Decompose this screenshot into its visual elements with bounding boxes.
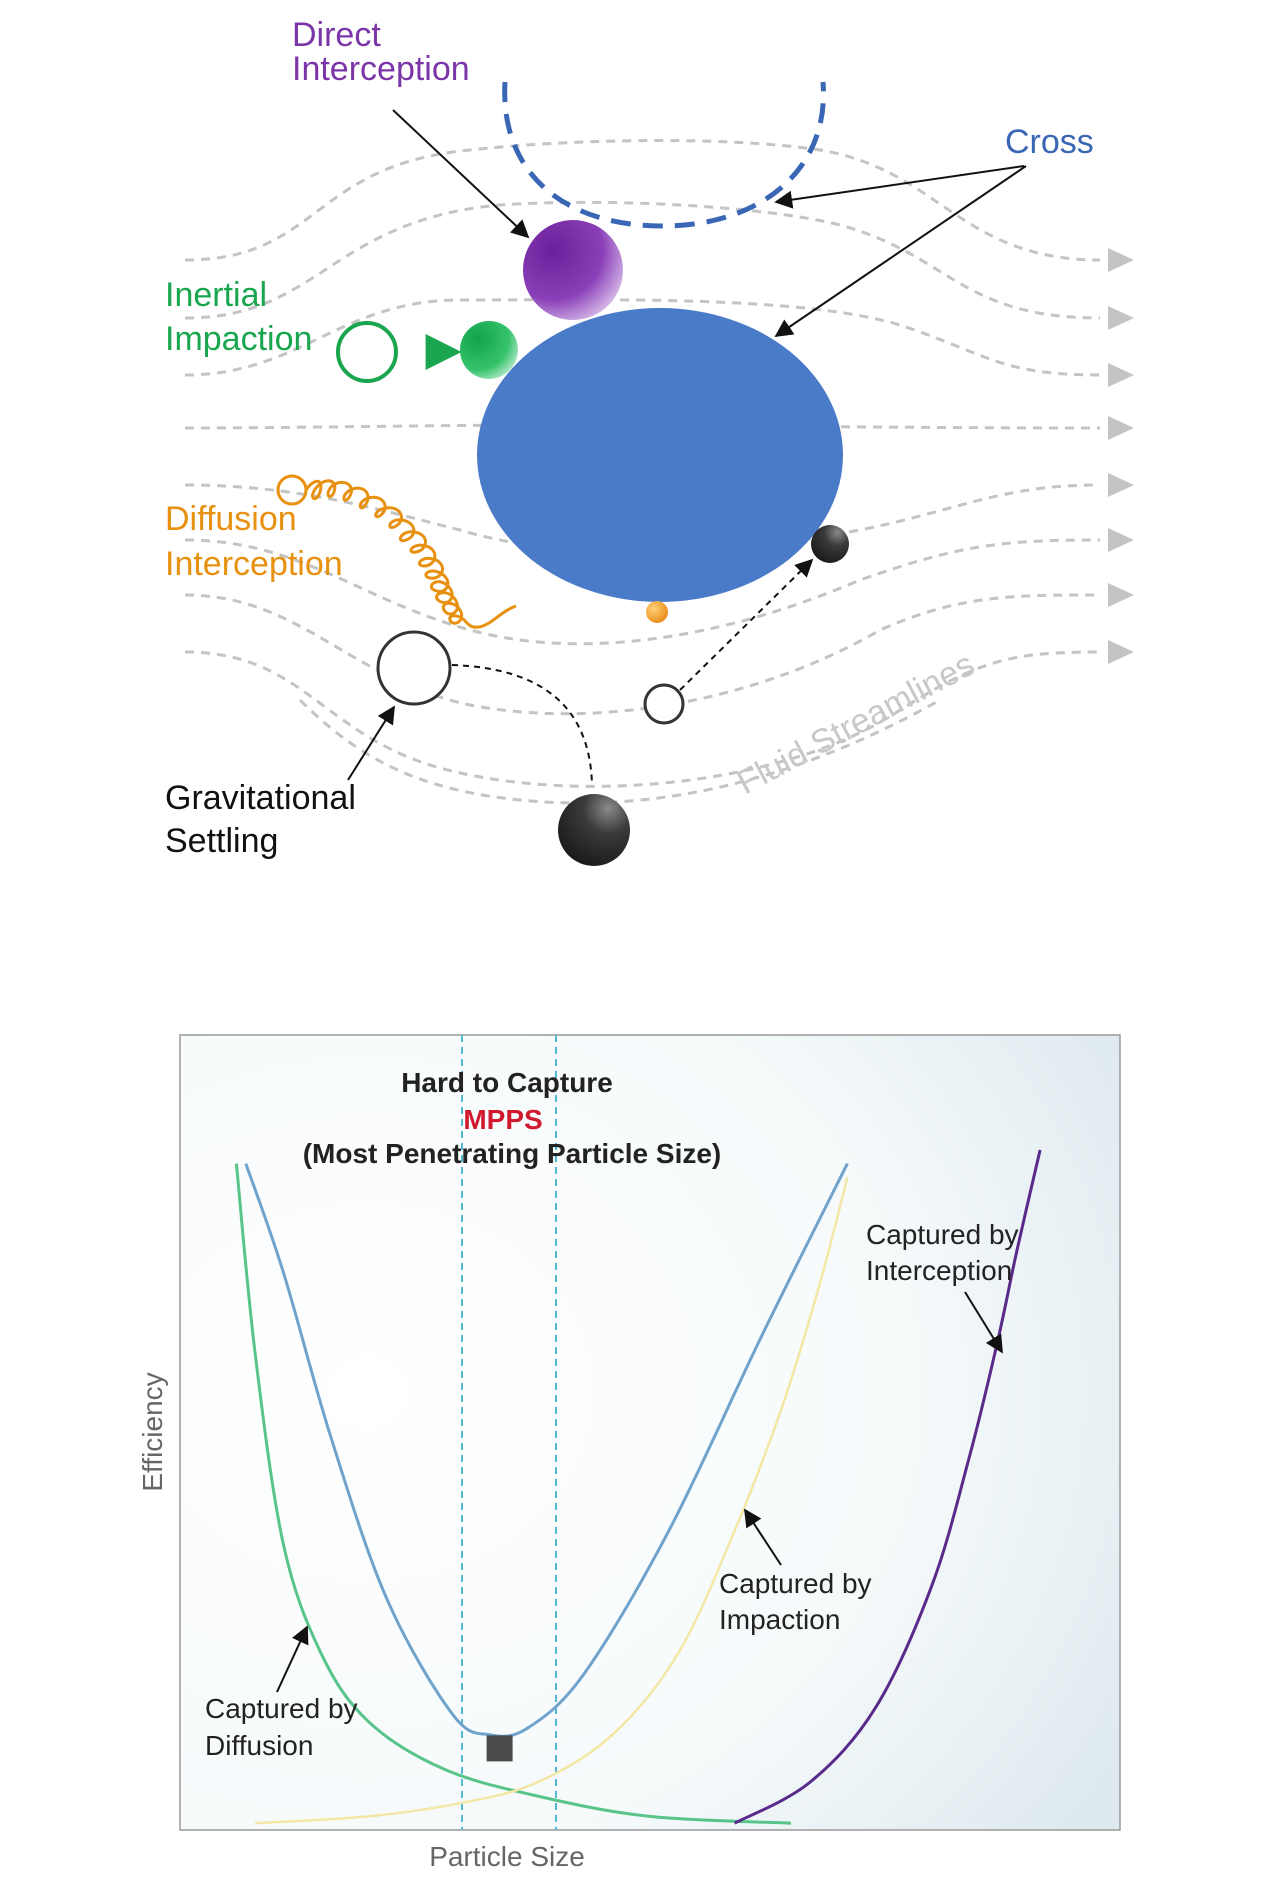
fluid-streamlines-label: Fluid Streamlines [731,645,981,802]
flow-arrow-icon [1108,473,1134,497]
diffusion-interception-label: Diffusion Interception [165,500,343,583]
gravitational-settling-label: Gravitational Settling [165,779,365,860]
mpps-full-label: (Most Penetrating Particle Size) [303,1138,722,1169]
small-particle-captured [811,525,849,563]
direct-interception-label: Direct Interception [292,16,470,88]
flow-arrow-icon [1108,306,1134,330]
flow-arrow-icon [1108,363,1134,387]
streamline-arrows [1108,248,1134,664]
series-line-diffusion [234,1163,792,1825]
impaction-annotation: Captured by Impaction [719,1568,879,1635]
diffusion-particle [646,601,668,623]
streamline-1 [184,139,1101,262]
y-axis-label: Efficiency [137,1372,168,1491]
small-particle-origin [643,683,685,725]
diffusion-annotation: Captured by Diffusion [205,1693,365,1761]
diffusion-annotation-arrow [276,1625,309,1693]
interception-annotation: Captured by Interception [866,1219,1026,1286]
streamline-8 [184,650,1101,788]
mpps-point-marker [486,1735,513,1762]
flow-arrow-icon [1108,528,1134,552]
fiber-cross-section [477,308,843,602]
series-line-interception [733,1149,1042,1825]
cross-arrow-arc [774,165,1025,209]
cross-arrow-fiber [774,165,1027,338]
cross-section-arc [502,81,826,229]
series-line-total [244,1162,849,1738]
x-axis-label: Particle Size [429,1841,585,1872]
gravitational-path [451,664,593,786]
flow-arrow-icon [1108,416,1134,440]
series-line-impaction [255,1176,849,1825]
streamline-9 [298,698,941,805]
streamline-6 [184,538,1101,646]
inertial-impaction-label: Inertial Impaction [165,276,312,358]
inertial-impaction-particle [460,321,518,379]
chart-plot-area [179,1034,1121,1831]
flow-arrow-icon [1108,248,1134,272]
streamline-2 [184,200,1101,320]
gravitational-particle [558,794,630,866]
direct-interception-arrow [392,109,530,239]
flow-arrow-icon [1108,640,1134,664]
chart-marks [234,1035,1042,1830]
mpps-label: MPPS [463,1104,542,1135]
streamline-3 [184,298,1101,377]
small-particle-path [679,558,814,691]
diffusion-brownian-path [304,479,517,629]
cross-label: Cross [1005,123,1094,161]
inertial-impaction-origin [336,321,398,383]
interception-annotation-arrow [964,1291,1003,1354]
gravitational-origin [376,630,452,706]
direct-interception-particle [523,220,623,320]
hard-to-capture-label: Hard to Capture [401,1067,613,1098]
impaction-annotation-arrow [744,1508,782,1566]
flow-arrow-icon [1108,583,1134,607]
gravitational-arrow [347,705,395,781]
